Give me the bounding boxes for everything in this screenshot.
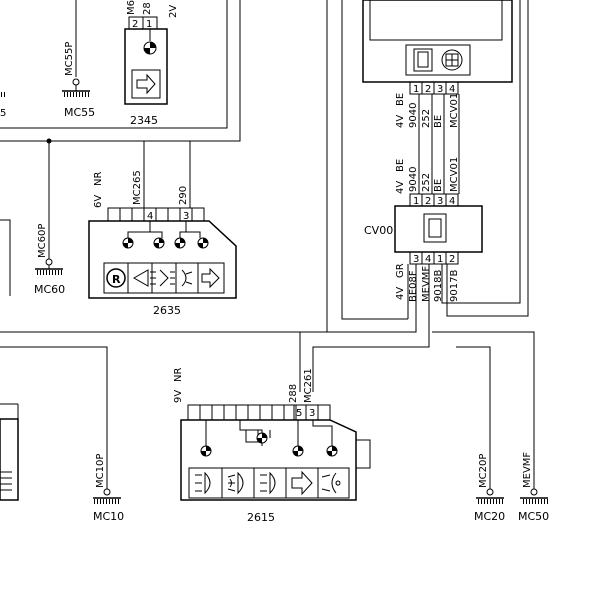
component-cv00: 1 2 3 4 4V BE 9040 252 BE MCV01 CV00 3 4… bbox=[364, 157, 483, 302]
cv00-label: CV00 bbox=[364, 224, 393, 237]
ecu-wire-252: 252 bbox=[421, 109, 432, 128]
ecu-voltage: 4V bbox=[395, 115, 406, 128]
c2635-pin-3: 3 bbox=[183, 211, 189, 222]
c2345-pin-1: 1 bbox=[146, 19, 152, 30]
c2345-voltage: 2V bbox=[168, 5, 179, 18]
c2345-pin-2: 2 bbox=[132, 19, 138, 30]
cv00-bottom-wire-9018b: 9018B bbox=[433, 270, 444, 302]
svg-text:5: 5 bbox=[0, 108, 6, 119]
c2345-code-m6: M6 bbox=[126, 0, 137, 15]
ecu-wire-9040: 9040 bbox=[408, 103, 419, 128]
c2635-label: 2635 bbox=[153, 304, 181, 317]
cv00-bottom-wire-9017b: 9017B bbox=[449, 270, 460, 302]
mc10-label: MC10 bbox=[93, 510, 124, 523]
ecu-pin-1: 1 bbox=[413, 84, 419, 95]
rear-fog-icon: R bbox=[106, 268, 126, 288]
cv00-bottom-voltage: 4V bbox=[395, 287, 406, 300]
lamp-icon bbox=[326, 445, 338, 457]
lamp-icon bbox=[122, 237, 134, 249]
mc50-label: MC50 bbox=[518, 510, 549, 523]
cv00-top-pin-3: 3 bbox=[437, 196, 443, 207]
c2635-colour: NR bbox=[93, 172, 104, 186]
mc20-label: MC20 bbox=[474, 510, 505, 523]
svg-text:R: R bbox=[112, 273, 121, 286]
ecu-pin-4: 4 bbox=[449, 84, 455, 95]
c2615-label: 2615 bbox=[247, 511, 275, 524]
c2615-pin-3: 3 bbox=[309, 408, 315, 419]
arrow-right-icon bbox=[136, 73, 156, 95]
component-2635: 4 3 MC265 290 6V NR bbox=[88, 141, 237, 317]
cv00-top-pin-4: 4 bbox=[449, 196, 455, 207]
wire-cv00-bottom bbox=[299, 264, 535, 489]
ground-mc10: MC10P MC10 bbox=[93, 454, 124, 523]
fog-lamp-icon bbox=[227, 471, 244, 495]
ground-mc60: MC60P MC60 bbox=[34, 138, 65, 296]
arrow-right-icon bbox=[201, 267, 220, 289]
cv00-top-wire-be: BE bbox=[433, 179, 444, 192]
cv00-bottom-pin-3: 3 bbox=[413, 254, 419, 265]
c2635-voltage: 6V bbox=[93, 195, 104, 208]
c2345-label: 2345 bbox=[130, 114, 158, 127]
c2635-wire-290: 290 bbox=[178, 186, 189, 205]
c2615-wire-288: 288 bbox=[288, 384, 299, 403]
cv00-top-pin-2: 2 bbox=[425, 196, 431, 207]
ecu-pin-2: 2 bbox=[425, 84, 431, 95]
cv00-bottom-pin-4: 4 bbox=[425, 254, 431, 265]
c2345-code-28: 28 bbox=[142, 2, 153, 15]
cv00-top-wire-9040: 9040 bbox=[408, 167, 419, 192]
mc60-point: MC60P bbox=[37, 224, 48, 258]
lamp-icon bbox=[197, 237, 209, 249]
cv00-bottom-wire-mevmf: MEVMF bbox=[421, 266, 432, 302]
light-beam-icon bbox=[132, 269, 156, 287]
cv00-top-colour: BE bbox=[395, 159, 406, 172]
arrow-right-icon bbox=[291, 470, 313, 496]
cv00-bottom-wire-be08f: BE08F bbox=[408, 270, 419, 302]
c2635-pin-4: 4 bbox=[147, 211, 153, 222]
cv00-bottom-pin-1: 1 bbox=[437, 254, 443, 265]
lamp-icon bbox=[292, 445, 304, 457]
headlamp-low-icon bbox=[195, 471, 211, 495]
mc60-label: MC60 bbox=[34, 283, 65, 296]
lamp-icon bbox=[174, 237, 186, 249]
headlamp-high-icon bbox=[260, 471, 276, 495]
ecu-colour: BE bbox=[395, 93, 406, 106]
ground-mc50: MEVMF MC50 bbox=[518, 452, 549, 523]
cv00-top-wire-mcv01: MCV01 bbox=[449, 157, 460, 192]
side-light-icon bbox=[181, 269, 193, 287]
ecu-wire-be: BE bbox=[433, 115, 444, 128]
mc50-point: MEVMF bbox=[522, 452, 533, 488]
mc55-point: MC55P bbox=[64, 42, 75, 76]
ecu-pin-3: 3 bbox=[437, 84, 443, 95]
component-2615: 5 3 288 MC261 9V NR bbox=[173, 368, 371, 524]
fuse-icon bbox=[441, 49, 463, 71]
cv00-top-wire-252: 252 bbox=[421, 173, 432, 192]
lamp-icon bbox=[256, 432, 268, 444]
lamp-icon bbox=[200, 445, 212, 457]
headlamp-icon bbox=[159, 269, 175, 287]
c2615-colour: NR bbox=[173, 368, 184, 382]
lamp-icon bbox=[153, 237, 165, 249]
ecu-wire-mcv01: MCV01 bbox=[449, 93, 460, 128]
component-2345: 2 1 M6 28 2V 2345 bbox=[124, 0, 179, 127]
c2615-pin-5: 5 bbox=[296, 408, 302, 419]
ground-mc55: MC55P MC55 bbox=[62, 42, 95, 119]
mc20-point: MC20P bbox=[478, 454, 489, 488]
ground-mc20: MC20P MC20 bbox=[474, 454, 505, 523]
side-light-icon bbox=[321, 472, 341, 494]
mc55-label: MC55 bbox=[64, 106, 95, 119]
c2635-wire-mc265: MC265 bbox=[132, 170, 143, 205]
lamp-icon bbox=[143, 41, 157, 55]
partial-component-left bbox=[0, 418, 19, 501]
wire-ecu-cv00 bbox=[418, 94, 460, 194]
ecu-module: 1 2 3 4 4V BE 9040 252 BE MCV01 bbox=[362, 0, 513, 128]
mc10-point: MC10P bbox=[95, 454, 106, 488]
cv00-bottom-pin-2: 2 bbox=[449, 254, 455, 265]
cv00-top-voltage: 4V bbox=[395, 181, 406, 194]
c2615-wire-mc261: MC261 bbox=[303, 368, 314, 403]
cv00-bottom-colour: GR bbox=[395, 263, 406, 278]
cv00-top-pin-1: 1 bbox=[413, 196, 419, 207]
c2615-voltage: 9V bbox=[173, 390, 184, 403]
